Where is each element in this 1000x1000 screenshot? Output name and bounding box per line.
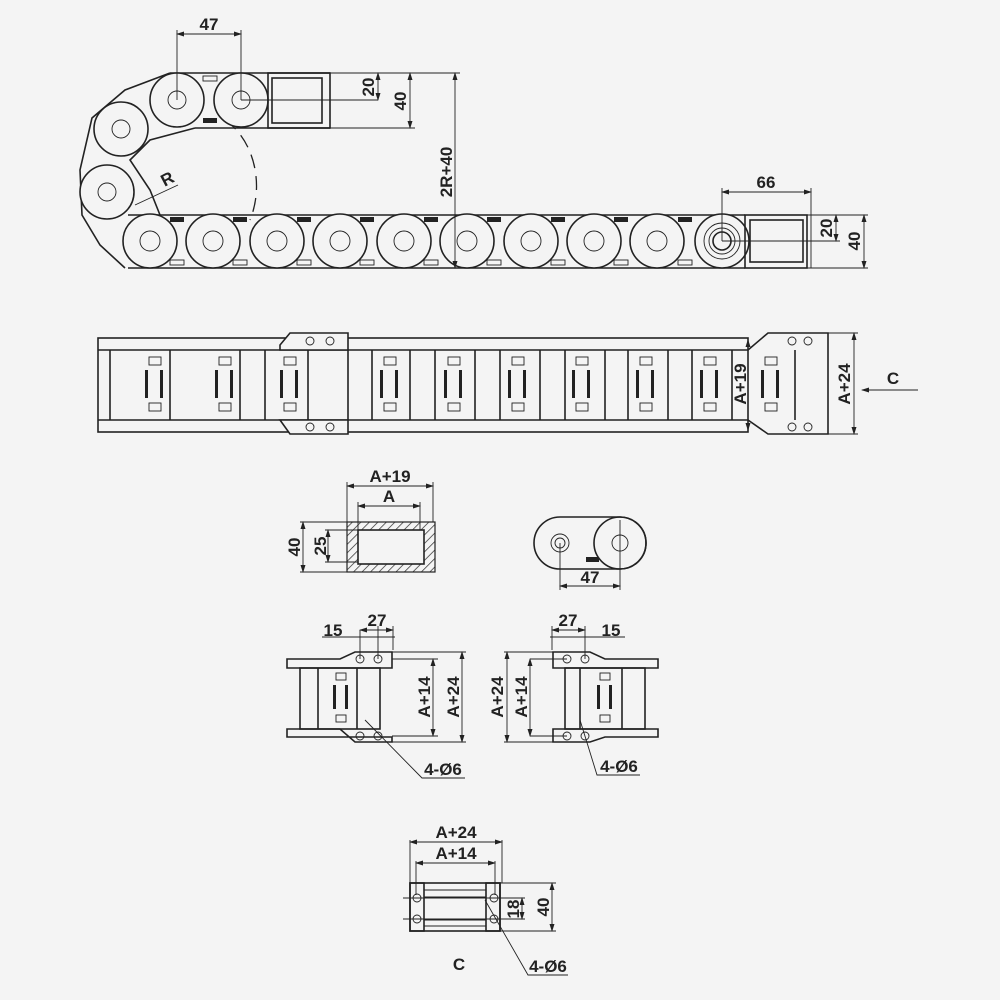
dim-section-inner-height: 25 — [311, 537, 330, 556]
dim-c-height: 40 — [534, 898, 553, 917]
dim-outer-width: A+24 — [835, 363, 854, 405]
slot-marks — [169, 217, 693, 266]
dim-end-length: 66 — [757, 173, 776, 192]
dim-inner-width: A+19 — [731, 363, 750, 404]
top-view: A+19 A+24 C — [97, 332, 918, 435]
dim-outer-width-right: A+24 — [488, 676, 507, 718]
mount-left: 27 15 A+14 A+24 4-Ø6 — [286, 611, 466, 779]
dim-hole-width-right: A+14 — [512, 676, 531, 718]
dim-outer-width-left: A+24 — [444, 676, 463, 718]
dim-section-inner: A — [383, 487, 395, 506]
dim-offset-right: 15 — [602, 621, 621, 640]
dim-height-top: 40 — [391, 92, 410, 111]
dim-hole-spacing-right: 27 — [559, 611, 578, 630]
dim-link-pitch: 47 — [581, 568, 600, 587]
view-c-label: C — [453, 955, 465, 974]
cross-section: A+19 A 40 25 — [285, 467, 436, 573]
rollers-bottom — [122, 213, 750, 269]
dim-offset-left: 15 — [324, 621, 343, 640]
view-arrow-label: C — [887, 369, 899, 388]
side-view: 47 20 40 2R+40 R 66 20 40 — [79, 15, 868, 269]
dim-hole-spacing-left: 27 — [368, 611, 387, 630]
dim-half-top: 20 — [359, 78, 378, 97]
holes-label-right: 4-Ø6 — [600, 757, 638, 776]
dim-bend-height: 2R+40 — [437, 147, 456, 198]
holes-label-c: 4-Ø6 — [529, 957, 567, 976]
mount-right: 27 15 A+24 A+14 4-Ø6 — [488, 611, 659, 776]
dim-section-outer: A+19 — [369, 467, 410, 486]
dim-c-hole-width: A+14 — [435, 844, 477, 863]
dim-pitch-top: 47 — [200, 15, 219, 34]
dim-end-half: 20 — [817, 219, 836, 238]
view-c: A+24 A+14 18 40 4-Ø6 C — [403, 823, 568, 976]
single-link: 47 — [533, 516, 647, 590]
dim-section-height: 40 — [285, 538, 304, 557]
dim-c-hole-spacing: 18 — [504, 900, 523, 919]
dim-end-height: 40 — [845, 232, 864, 251]
dim-hole-width-left: A+14 — [415, 676, 434, 718]
dim-c-outer-width: A+24 — [435, 823, 477, 842]
holes-label-left: 4-Ø6 — [424, 760, 462, 779]
